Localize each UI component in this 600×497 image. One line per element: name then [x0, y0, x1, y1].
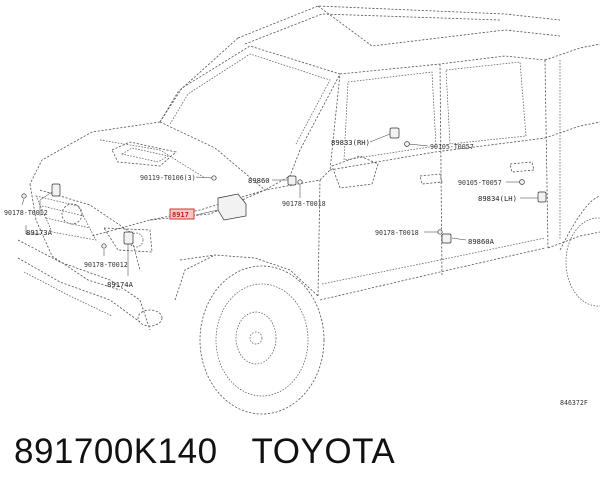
- part-89860-sensor: [287, 175, 297, 186]
- leader-lines: [21, 133, 538, 276]
- label-90178-t0012-b: 90178-T0012: [84, 261, 128, 269]
- label-90119-t0106: 90119-T0106(3): [140, 174, 196, 182]
- label-90105-t0057-a: 90105-T0057: [430, 143, 474, 151]
- label-89860: 89860: [248, 176, 270, 185]
- label-89173a: 89173A: [26, 228, 53, 237]
- part-90178-t0018-clip-a: [297, 179, 303, 185]
- parts-group: [21, 127, 547, 249]
- label-89170-highlighted[interactable]: 8917: [172, 211, 189, 219]
- part-90178-t0018-clip-b: [437, 229, 443, 235]
- label-90105-t0057-b: 90105-T0057: [458, 179, 502, 187]
- label-90178-t0018-b: 90178-T0018: [375, 229, 419, 237]
- part-89860a-sensor: [441, 233, 452, 244]
- part-90178-t0012-clip-a: [21, 193, 27, 199]
- parts-diagram: 89833(RH) 90105-T0057 90119-T0106(3) 898…: [4, 5, 600, 415]
- label-89833rh: 89833(RH): [331, 138, 370, 147]
- vehicle-outline: [17, 5, 600, 415]
- label-89860a: 89860A: [468, 237, 495, 246]
- label-89174a: 89174A: [107, 280, 134, 289]
- part-90105-clip-a: [404, 141, 410, 147]
- part-89173a-sensor: [51, 183, 61, 197]
- part-90178-t0012-clip-b: [101, 243, 107, 249]
- label-90178-t0018-a: 90178-T0018: [282, 200, 326, 208]
- brand-name: TOYOTA: [251, 432, 396, 471]
- part-90105-clip-b: [519, 179, 525, 185]
- part-89833-sensor: [389, 127, 400, 139]
- part-90119-bolt: [211, 175, 217, 181]
- part-89170-ecu: [217, 193, 247, 221]
- label-89834lh: 89834(LH): [478, 194, 517, 203]
- label-90178-t0012-a: 90178-T0012: [4, 209, 48, 217]
- part-number: 891700K140: [14, 432, 218, 471]
- part-caption: 891700K140 TOYOTA: [14, 432, 395, 472]
- callout-labels: 89833(RH) 90105-T0057 90119-T0106(3) 898…: [4, 138, 588, 407]
- reference-code: 846372F: [560, 399, 588, 407]
- part-89174a-sensor: [123, 231, 134, 245]
- part-89834-sensor: [537, 191, 547, 203]
- highlight-box: [169, 208, 195, 220]
